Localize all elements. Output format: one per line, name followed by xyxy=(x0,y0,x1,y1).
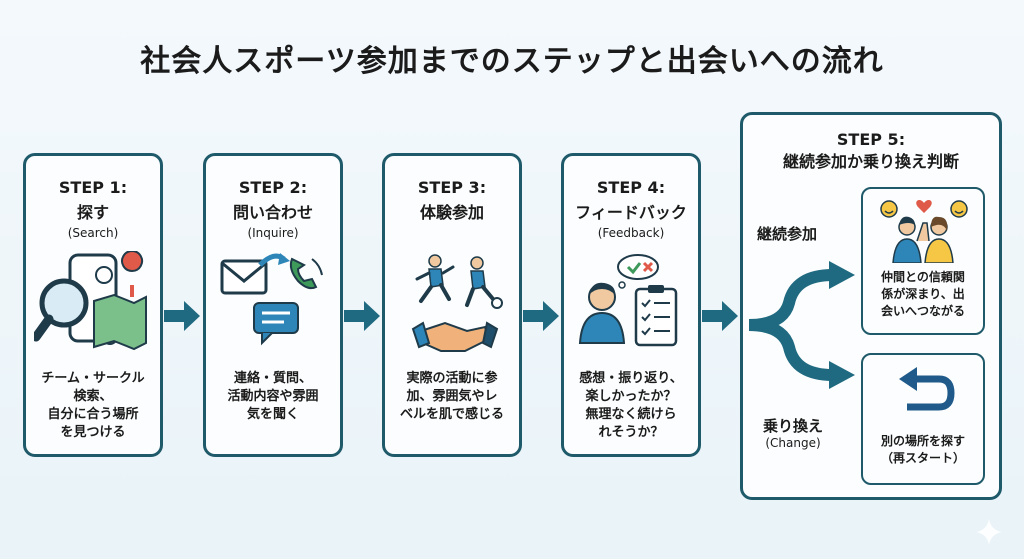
step-2-label: STEP 2: xyxy=(238,178,308,197)
step-2-card: STEP 2: 問い合わせ (Inquire) 連絡・質問、 活動内容や雰囲 気… xyxy=(203,153,343,457)
step-3-name: 体験参加 xyxy=(419,203,484,222)
step-arrow-3 xyxy=(523,301,559,331)
search-map-icon xyxy=(34,251,147,351)
continue-result-card: 仲間との信頼関 係が深まり、出 会いへつながる xyxy=(861,187,985,335)
step-1-card: STEP 1: 探す (Search) チーム・サークル 検索、 自分に合う場所… xyxy=(23,153,163,457)
change-label: 乗り換え xyxy=(763,417,824,435)
step-3-desc: 実際の活動に参 加、雰囲気やレ ベルを肌で感じる xyxy=(399,371,504,422)
step-2-desc: 連絡・質問、 活動内容や雰囲 気を聞く xyxy=(227,371,319,422)
sparkle-icon xyxy=(976,519,1002,545)
step-4-card: STEP 4: フィードバック (Feedback) 感想・振り返り、 楽しかっ… xyxy=(561,153,701,457)
step-1-label: STEP 1: xyxy=(58,178,128,197)
change-result: 別の場所を探す （再スタート） xyxy=(880,434,965,465)
step-4-english: (Feedback) xyxy=(597,226,665,240)
step-2-english: (Inquire) xyxy=(247,226,299,240)
page-title: 社会人スポーツ参加までのステップと出会いへの流れ xyxy=(140,44,884,79)
step-arrow-2 xyxy=(344,301,380,331)
change-label-wrap: 乗り換え (Change) xyxy=(763,415,823,450)
step-2-name: 問い合わせ xyxy=(232,203,313,222)
step-5-card: STEP 5: 継続参加か乗り換え判断 継続参加 乗り換え (Change) 仲… xyxy=(740,112,1002,500)
continue-label: 継続参加 xyxy=(757,225,818,243)
continue-result: 仲間との信頼関 係が深まり、出 会いへつながる xyxy=(880,270,965,318)
step-3-card: STEP 3: 体験参加 実際の活動に参 加、雰囲気やレ ベルを肌で感じる xyxy=(382,153,522,457)
step-5-label: STEP 5: xyxy=(836,130,906,149)
step-arrow-4 xyxy=(702,301,738,331)
step-4-label: STEP 4: xyxy=(596,178,666,197)
step-arrow-1 xyxy=(164,301,200,331)
trial-play-icon xyxy=(411,254,503,352)
step-1-name: 探す xyxy=(76,203,109,222)
restart-arrow-icon xyxy=(899,367,955,411)
step-1-desc: チーム・サークル 検索、 自分に合う場所 を見つける xyxy=(41,371,145,440)
step-1-english: (Search) xyxy=(67,226,119,240)
step-3-label: STEP 3: xyxy=(417,178,487,197)
contact-icon xyxy=(220,253,323,346)
change-result-card: 別の場所を探す （再スタート） xyxy=(861,353,985,485)
friends-icon xyxy=(880,200,968,263)
branch-arrow xyxy=(748,261,855,389)
step-4-desc: 感想・振り返り、 楽しかったか？ 無理なく続けら れそうか？ xyxy=(579,371,683,440)
step-4-name: フィードバック xyxy=(575,203,687,222)
step-5-name: 継続参加か乗り換え判断 xyxy=(782,152,959,171)
change-english: (Change) xyxy=(765,436,821,450)
feedback-icon xyxy=(578,254,678,347)
